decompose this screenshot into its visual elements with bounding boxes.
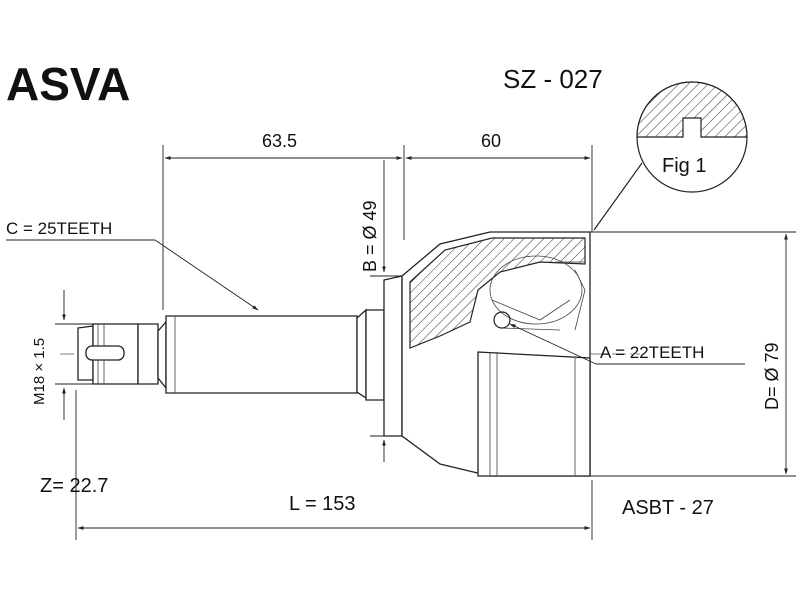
shaft-body [165,308,385,401]
reference-label: ASBT - 27 [622,497,714,519]
diameter-d-label: D= Ø 79 [762,342,782,410]
threaded-stub [77,320,167,390]
inner-teeth-label: A = 22TEETH [600,343,704,362]
dim-diameter-d: D= Ø 79 [590,231,796,477]
housing-length-label: 60 [481,131,501,151]
dim-diameter-b: B = Ø 49 [360,160,402,462]
leader-outer-teeth: C = 25TEETH [6,219,259,311]
shaft-length-label: 63.5 [262,131,297,151]
fig1-callout: Fig 1 [593,81,748,231]
outer-teeth-label: C = 25TEETH [6,219,112,238]
brand-logo: ASVA [6,58,130,110]
dim-shaft-length: 63.5 [162,131,405,310]
leader-inner-teeth: A = 22TEETH [509,323,745,365]
z-value-label: Z= 22.7 [40,475,108,497]
dim-housing-length: 60 [405,131,593,232]
dim-thread: M18 × 1.5 [31,290,93,420]
fig-label: Fig 1 [662,155,706,177]
thread-label: M18 × 1.5 [31,338,48,405]
diameter-b-label: B = Ø 49 [360,200,380,272]
part-number: SZ - 027 [503,64,603,94]
dim-total-length: L = 153 [75,390,593,540]
outer-housing [383,231,591,477]
total-length-label: L = 153 [289,493,356,515]
